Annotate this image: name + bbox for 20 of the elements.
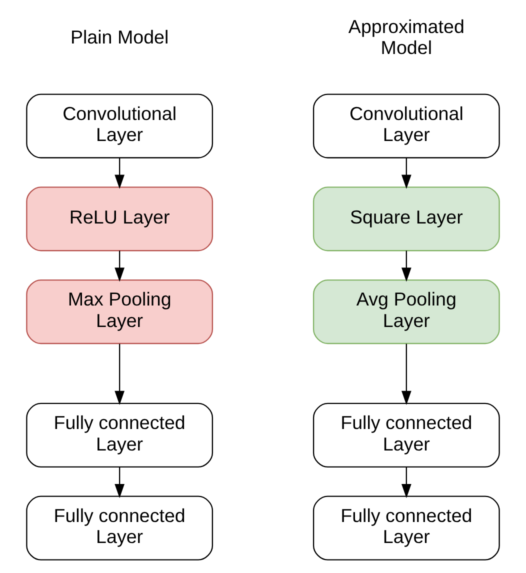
arrow — [114, 250, 125, 282]
arrow — [401, 158, 412, 189]
node-box: Avg Pooling Layer — [312, 279, 500, 344]
label: Plain Model — [70, 26, 169, 48]
arrow — [114, 158, 125, 189]
arrow — [401, 250, 412, 282]
arrow — [114, 467, 125, 498]
node-box: ReLU Layer — [26, 186, 214, 252]
node-box: Fully connected Layer — [26, 496, 214, 560]
node-box: Fully connected Layer — [26, 402, 214, 468]
arrow — [401, 344, 412, 405]
node-box: Convolutional Layer — [26, 94, 214, 158]
node-box: Fully connected Layer — [312, 496, 500, 560]
node-box: Max Pooling Layer — [26, 279, 214, 344]
label: Approximated Model — [348, 16, 464, 58]
node-box: Convolutional Layer — [312, 94, 500, 158]
arrow — [114, 344, 125, 405]
node-box: Square Layer — [312, 186, 500, 252]
node-box: Fully connected Layer — [312, 402, 500, 468]
arrow — [401, 467, 412, 498]
